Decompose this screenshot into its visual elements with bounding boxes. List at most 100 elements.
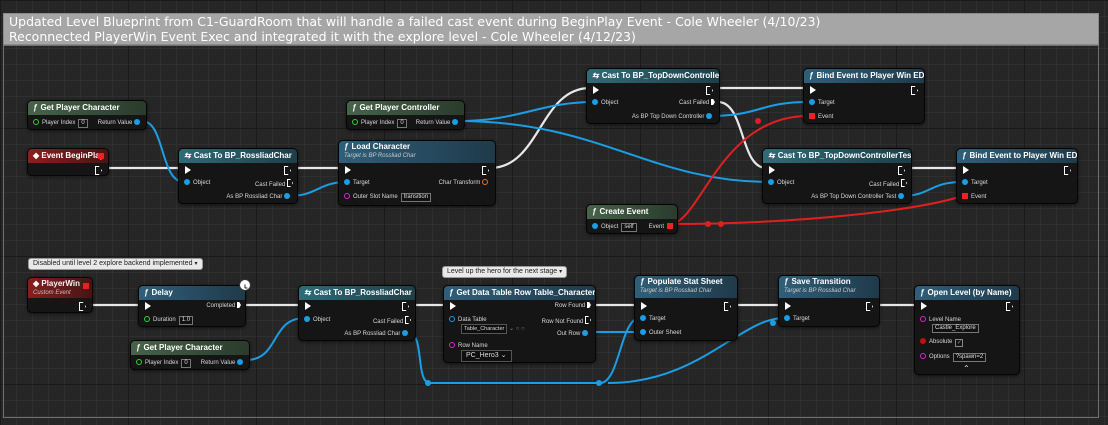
exec-out-pin[interactable] xyxy=(1064,166,1071,175)
exec-in-pin[interactable] xyxy=(450,302,456,310)
pin-cast-failed[interactable]: Cast Failed xyxy=(679,99,715,107)
pin-data-table[interactable]: Data Table xyxy=(449,316,487,324)
comment-bubble-disabled[interactable]: Disabled until level 2 explore backend i… xyxy=(28,258,203,270)
pin-as-topdown-test[interactable]: As BP Top Down Controller Test xyxy=(811,193,907,201)
exec-in-pin[interactable] xyxy=(963,166,969,174)
reroute-point[interactable] xyxy=(425,380,431,386)
row-name-dropdown[interactable]: PC_Hero3 ⌄ xyxy=(461,350,512,362)
exec-in-pin[interactable] xyxy=(769,166,775,174)
collapse-arrow-icon[interactable]: ⌃ xyxy=(963,364,970,373)
object-input[interactable]: self xyxy=(621,223,637,232)
exec-out-pin[interactable] xyxy=(898,166,905,175)
exec-out-pin[interactable] xyxy=(95,166,102,175)
comment-box-header[interactable]: Updated Level Blueprint from C1-GuardRoo… xyxy=(3,13,1099,45)
exec-out-pin[interactable] xyxy=(284,166,291,175)
pin-event[interactable]: Event xyxy=(809,113,833,121)
pin-completed[interactable]: Completed xyxy=(206,302,241,310)
pin-object[interactable]: Object xyxy=(304,316,330,324)
absolute-checkbox[interactable]: ✓ xyxy=(955,339,964,347)
pin-object[interactable]: Object xyxy=(768,179,794,187)
pin-level-name[interactable]: Level Name xyxy=(920,316,961,324)
pin-return-value[interactable]: Return Value xyxy=(201,359,246,367)
exec-in-pin[interactable] xyxy=(305,302,311,310)
exec-out-pin[interactable] xyxy=(402,302,409,311)
player-index-input[interactable]: 0 xyxy=(397,119,407,128)
pin-as-rossliad[interactable]: As BP Rossliad Char xyxy=(344,330,411,338)
outer-slot-input[interactable]: transition xyxy=(400,193,432,202)
exec-out-pin[interactable] xyxy=(724,302,731,311)
pin-target[interactable]: Target xyxy=(344,179,370,187)
level-name-field[interactable]: Castle_Explore xyxy=(932,324,979,333)
exec-in-pin[interactable] xyxy=(921,302,927,310)
pin-event-out[interactable]: Event xyxy=(649,223,673,231)
exec-in-pin[interactable] xyxy=(785,302,791,310)
pin-target[interactable]: Target xyxy=(962,179,988,187)
pin-return-value[interactable]: Return Value xyxy=(416,119,461,127)
pin-return-value[interactable]: Return Value xyxy=(98,119,143,127)
pin-target[interactable]: Target xyxy=(809,99,835,107)
pin-event[interactable]: Event xyxy=(962,193,986,201)
node-event-beginplay[interactable]: ◆ Event BeginPlay xyxy=(27,148,109,176)
exec-out-pin[interactable] xyxy=(866,302,873,311)
options-input[interactable]: ?spawn=2 xyxy=(952,353,987,362)
node-cast-to-rossliad-char[interactable]: ⇆Cast To BP_RossliadChar Object Cast Fai… xyxy=(178,148,298,204)
pin-row-name[interactable]: Row Name xyxy=(449,342,488,350)
exec-out-pin[interactable] xyxy=(911,86,918,95)
exec-in-pin[interactable] xyxy=(185,166,191,174)
comment-bubble-levelup[interactable]: Level up the hero for the next stage ▾ xyxy=(442,266,568,278)
pin-char-transform[interactable]: Char Transform xyxy=(439,179,491,187)
player-index-input[interactable]: 0 xyxy=(181,359,191,368)
node-cast-to-rossliad-char[interactable]: ⇆Cast To BP_RossliadChar Object Cast Fai… xyxy=(298,285,416,341)
delegate-pin-icon[interactable] xyxy=(98,153,104,159)
reroute-point[interactable] xyxy=(718,221,724,227)
pin-cast-failed[interactable]: Cast Failed xyxy=(255,179,293,189)
pin-absolute[interactable]: Absolute✓ xyxy=(920,338,964,347)
exec-out-pin[interactable] xyxy=(706,86,713,95)
pin-as-topdown[interactable]: As BP Top Down Controller xyxy=(632,113,715,121)
level-name-input[interactable]: Castle_Explore xyxy=(932,324,979,333)
reroute-point[interactable] xyxy=(770,320,776,326)
row-name-selector[interactable]: PC_Hero3 ⌄ xyxy=(461,350,512,362)
exec-in-pin[interactable] xyxy=(145,302,151,310)
pin-row-not-found[interactable]: Row Not Found xyxy=(542,316,591,326)
pin-target[interactable]: Target xyxy=(640,315,666,323)
pin-out-row[interactable]: Out Row xyxy=(557,330,591,338)
pin-as-rossliad[interactable]: As BP Rossliad Char xyxy=(226,193,293,201)
reroute-point[interactable] xyxy=(596,380,602,386)
pin-outer-sheet[interactable]: Outer Sheet xyxy=(640,329,681,337)
exec-out-pin[interactable] xyxy=(79,302,86,311)
pin-row-found[interactable]: Row Found xyxy=(555,302,591,310)
pin-options[interactable]: Options?spawn=2 xyxy=(920,353,987,362)
exec-in-pin[interactable] xyxy=(345,166,351,174)
pin-target[interactable]: Target xyxy=(784,315,810,323)
exec-out-pin[interactable] xyxy=(1006,302,1013,311)
exec-in-pin[interactable] xyxy=(641,302,647,310)
exec-in-pin[interactable] xyxy=(810,86,816,94)
node-cast-to-topdown-controller-test[interactable]: ⇆Cast To BP_TopDownControllerTest Object… xyxy=(762,148,912,204)
pin-object[interactable]: Object xyxy=(184,179,210,187)
player-index-input[interactable]: 0 xyxy=(78,119,88,128)
pin-cast-failed[interactable]: Cast Failed xyxy=(869,179,907,189)
duration-input[interactable]: 1.0 xyxy=(178,316,194,325)
delegate-pin-icon[interactable] xyxy=(83,283,89,289)
exec-in-pin[interactable] xyxy=(593,86,599,94)
reroute-point[interactable] xyxy=(705,221,711,227)
